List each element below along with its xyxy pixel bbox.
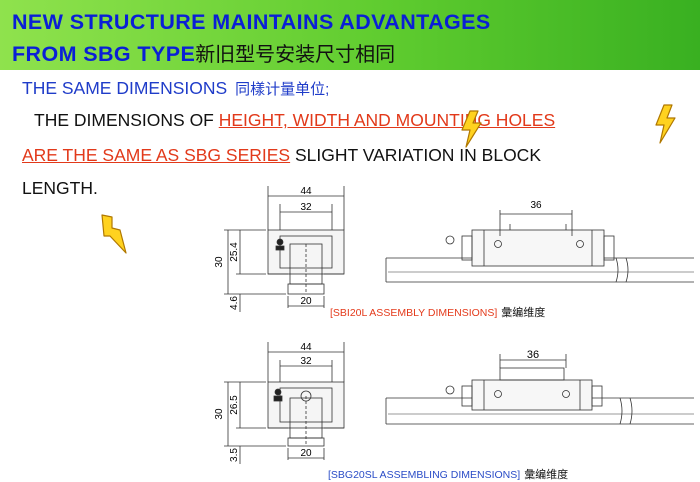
title-line-1: NEW STRUCTURE MAINTAINS ADVANTAGES	[12, 10, 491, 34]
caption-sbg20sl-en: [SBG20SL ASSEMBLING DIMENSIONS]	[328, 469, 521, 481]
body-line-2-rest: SLIGHT VARIATION IN BLOCK	[290, 145, 541, 165]
lightning-icon	[461, 110, 482, 148]
body-line-1-prefix: THE DIMENSIONS OF	[34, 110, 219, 130]
caption-sbi20l-cn: 彙编维度	[501, 307, 546, 319]
lightning-icon	[101, 214, 127, 254]
assembly-drawing-sbg20sl: 44 32 30 26.5 3.5 20 36	[214, 342, 694, 464]
subheading-text: THE SAME DIMENSIONS	[22, 78, 228, 98]
caption-sbg20sl: [SBG20SL ASSEMBLING DIMENSIONS]彙编维度	[328, 466, 568, 482]
body-line-1-highlight: HEIGHT, WIDTH AND MOUNTING HOLES	[218, 110, 556, 130]
caption-sbi20l-en: [SBI20L ASSEMBLY DIMENSIONS]	[330, 307, 498, 319]
dim-rail-width: 20	[300, 296, 312, 307]
lightning-icon	[655, 104, 676, 144]
dim-height-block: 26.5	[229, 395, 240, 415]
subheading-cn: 同樣计量单位;	[235, 81, 330, 98]
dim-height-total: 30	[214, 256, 225, 268]
title-line-2-en: FROM SBG TYPE	[12, 42, 196, 66]
body-line-2-highlight: ARE THE SAME AS SBG SERIES	[22, 145, 291, 165]
assembly-drawing-sbi20l: 44 32 30 25.4 4.6 20 36	[214, 186, 694, 312]
dim-width-inner: 32	[300, 202, 312, 213]
body-line-2: ARE THE SAME AS SBG SERIES SLIGHT VARIAT…	[22, 145, 541, 166]
subheading: THE SAME DIMENSIONS 同樣计量单位;	[22, 78, 329, 99]
dim-width-outer: 44	[300, 342, 312, 353]
dim-width-outer: 44	[300, 186, 312, 197]
dim-height-base: 4.6	[229, 296, 240, 310]
title-banner: NEW STRUCTURE MAINTAINS ADVANTAGES FROM …	[0, 0, 700, 70]
body-line-3: LENGTH.	[22, 178, 98, 198]
dim-hole-pitch: 36	[530, 200, 542, 211]
caption-sbg20sl-cn: 彙编维度	[524, 469, 569, 481]
dim-height-block: 25.4	[229, 242, 240, 262]
dim-height-total: 30	[214, 408, 225, 420]
dim-height-base: 3.5	[229, 448, 240, 462]
caption-sbi20l: [SBI20L ASSEMBLY DIMENSIONS]彙编维度	[330, 304, 545, 320]
dim-hole-pitch: 36	[527, 349, 539, 361]
dim-width-inner: 32	[300, 356, 312, 367]
dim-rail-width: 20	[300, 448, 312, 459]
title-line-2-cn: 新旧型号安装尺寸相同	[195, 44, 396, 66]
title-line-2: FROM SBG TYPE新旧型号安装尺寸相同	[12, 38, 395, 67]
